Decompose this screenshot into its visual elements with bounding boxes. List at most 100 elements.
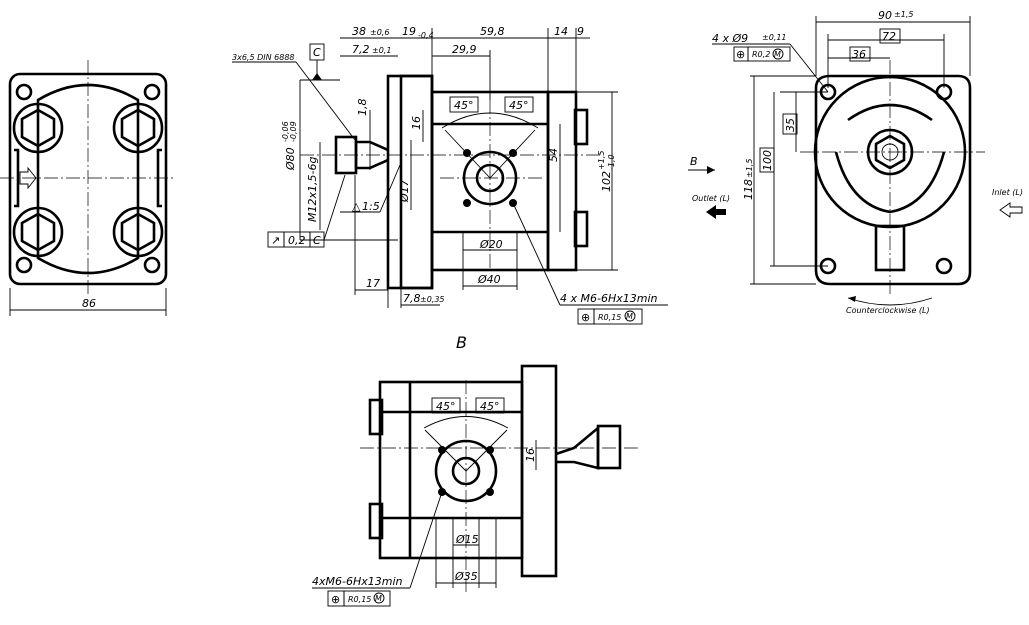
inlet-label: Inlet (L): [992, 188, 1023, 197]
side-m6-hole-3: [463, 199, 471, 207]
bottom-view: 45° 45° 16 Ø15 Ø35 4xM6-6Hx13min ⊕ R0,15…: [312, 364, 640, 607]
bottom-pos-tol: R0,15: [348, 595, 371, 604]
right-slot-bottom: [834, 151, 946, 214]
dim-118: 118: [742, 179, 755, 200]
datum-triangle: [312, 73, 322, 80]
bottom-m6-hole-1: [438, 446, 446, 454]
left-hole-br: [143, 256, 161, 274]
right-shaft-nut: [874, 134, 906, 170]
left-port-r: [156, 148, 162, 208]
dia-17: Ø17: [398, 179, 411, 203]
dim-102-tol-dn: -1,0: [607, 154, 616, 170]
dim-86: 86: [82, 297, 96, 310]
bottom-hole-note: 4xM6-6Hx13min: [312, 575, 403, 588]
dim-7-2-tol: ±0,1: [372, 46, 391, 55]
taper-value: 1:5: [362, 200, 380, 213]
dim-102-tol-up: +1,5: [597, 151, 606, 170]
pos-tol-side: R0,15: [598, 313, 621, 322]
inlet-arrow-icon: [999, 202, 1023, 218]
bottom-dia-15: Ø15: [455, 533, 479, 546]
dia-20: Ø20: [479, 238, 503, 251]
dim-17: 17: [366, 277, 380, 290]
left-flow-arrow: [19, 166, 37, 190]
dim-16: 16: [410, 116, 423, 130]
dim-59-8: 59,8: [480, 25, 505, 38]
bottom-angle-45-left: 45°: [436, 400, 456, 413]
dim-118-tol: ±1,5: [745, 159, 754, 178]
dim-29-9: 29,9: [452, 43, 477, 56]
dim-36: 36: [852, 48, 866, 61]
bottom-flange: [520, 364, 558, 578]
right-flange-outline: [814, 74, 972, 286]
right-pos-mod: M: [774, 50, 781, 59]
bottom-m6-hole-4: [486, 488, 494, 496]
dim-7-8-tol: ±0,35: [420, 295, 445, 304]
thread-m12: M12x1,5-6g: [306, 157, 319, 222]
view-b-arrow-label: B: [690, 155, 698, 168]
dim-19-tol: -0,4: [418, 31, 434, 40]
view-b-title: B: [456, 333, 467, 352]
outlet-arrow-icon: [706, 205, 726, 219]
right-hole-note: 4 x Ø9: [712, 32, 748, 45]
runout-datum: C: [313, 234, 321, 247]
right-position-icon: ⊕: [736, 48, 745, 61]
bottom-position-icon: ⊕: [331, 593, 340, 606]
dia-80-tol-up: -0,06: [281, 121, 290, 142]
dim-1-8: 1,8: [356, 99, 369, 117]
rotation-arrow: [847, 297, 933, 306]
taper: △: [352, 200, 361, 213]
dia-40: Ø40: [477, 273, 501, 286]
left-view: 86: [0, 60, 175, 316]
dim-72: 72: [882, 30, 896, 43]
dim-102: 102: [600, 171, 613, 192]
pos-mod-side: M: [626, 312, 633, 321]
side-bolt-bottom: [573, 210, 589, 248]
left-hole-tr: [143, 83, 161, 101]
dim-7-2: 7,2: [352, 43, 370, 56]
dia-80-tol-dn: -0,09: [289, 121, 298, 142]
dim-35: 35: [784, 118, 797, 132]
bottom-angle-45-right: 45°: [480, 400, 500, 413]
side-view: 38 ±0,6 19 -0,4 59,8 14 9 7,2 ±0,1 29,9 …: [232, 25, 668, 325]
right-pos-tol: R0,2: [752, 50, 770, 59]
dim-19: 19: [402, 25, 416, 38]
side-bolt-top: [573, 108, 589, 146]
dia-80: Ø80: [284, 147, 297, 171]
right-hole-br: [935, 257, 953, 275]
dim-90-tol: ±1,5: [894, 10, 913, 19]
dim-38-tol: ±0,6: [370, 28, 389, 37]
side-angle-arc: [441, 112, 539, 129]
left-hole-bl: [15, 256, 33, 274]
bottom-dia-35: Ø35: [454, 570, 478, 583]
runout-value: 0,2: [288, 234, 306, 247]
datum-c: C: [313, 46, 321, 59]
dim-9: 9: [577, 25, 584, 38]
rotation-label: Counterclockwise (L): [846, 306, 930, 315]
bottom-m6-hole-2: [486, 446, 494, 454]
dim-14: 14: [554, 25, 568, 38]
left-hole-tl: [15, 83, 33, 101]
side-cover: [546, 90, 578, 272]
thread-note: 3x6,5 DIN 6888: [232, 53, 295, 62]
runout-symbol: ↗: [271, 234, 280, 247]
left-bolt-br: [112, 206, 164, 258]
dim-38: 38: [352, 25, 366, 38]
dim-54: 54: [547, 148, 560, 162]
left-bolt-bl: [12, 206, 64, 258]
dim-90: 90: [878, 9, 892, 22]
angle-45-right: 45°: [509, 99, 529, 112]
left-bolt-tr: [112, 102, 164, 154]
left-housing-oval: [36, 83, 140, 275]
right-hole-tol: ±0,11: [762, 33, 787, 42]
bottom-shaft-nut: [596, 424, 622, 470]
bottom-port: [434, 439, 498, 503]
dim-100: 100: [761, 150, 774, 171]
bottom-dim-16: 16: [524, 448, 537, 462]
position-icon: ⊕: [581, 311, 590, 324]
bottom-pos-mod: M: [375, 594, 382, 603]
bottom-bolt-top: [368, 398, 384, 436]
outlet-label: Outlet (L): [692, 194, 730, 203]
left-port-l: [14, 148, 20, 208]
dim-7-8: 7,8: [403, 292, 421, 305]
